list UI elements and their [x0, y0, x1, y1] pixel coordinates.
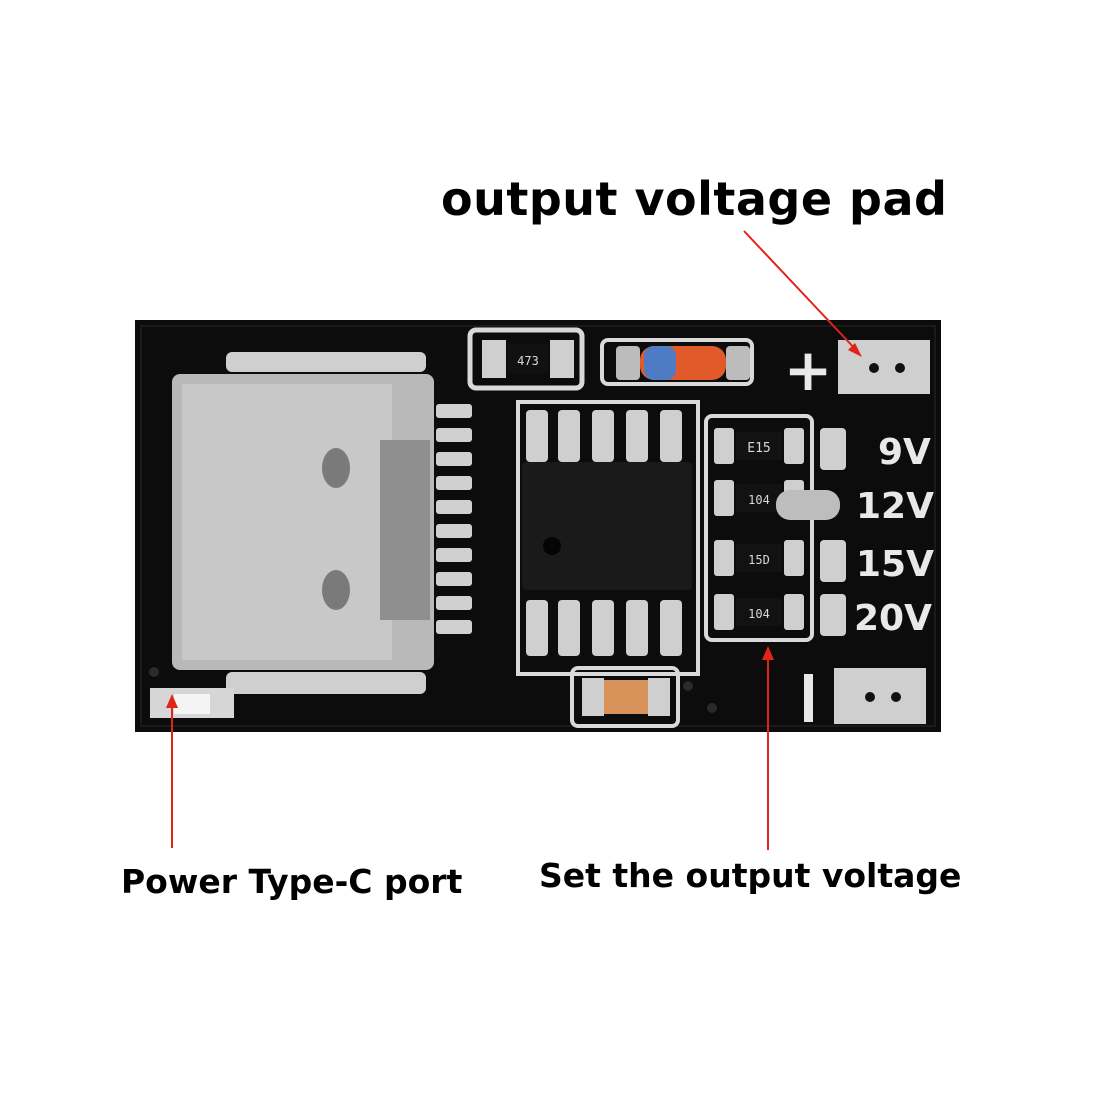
voltage-label-15v: 15V: [856, 544, 934, 585]
voltage-select-resistors: E15 104 15D 104: [704, 414, 814, 642]
set-output-voltage-label: Set the output voltage: [539, 856, 962, 895]
resistor-code-15d: 15D: [748, 553, 770, 567]
voltage-jumper-pads: [776, 428, 846, 636]
type-c-port-label: Power Type-C port: [121, 862, 463, 901]
output-voltage-pad-label: output voltage pad: [441, 172, 948, 226]
arrow-type-c-port: [166, 694, 178, 848]
voltage-label-20v: 20V: [854, 598, 932, 639]
capacitor: [570, 666, 680, 728]
voltage-label-9v: 9V: [878, 432, 931, 473]
connector-pins: [436, 404, 472, 634]
output-pad-negative: [834, 668, 926, 724]
resistor-code-104-b: 104: [748, 607, 770, 621]
arrow-set-voltage: [762, 646, 774, 850]
resistor-code-473: 473: [517, 354, 539, 368]
minus-mark: [804, 674, 813, 722]
resistor-code-104-a: 104: [748, 493, 770, 507]
ic-chip: [516, 400, 700, 676]
solder-bridge-12v: [776, 490, 840, 520]
resistor-code-e15: E15: [747, 441, 770, 456]
plus-mark: +: [784, 336, 833, 404]
usb-type-c-connector: [150, 352, 434, 718]
diode: [600, 338, 754, 386]
voltage-label-12v: 12V: [856, 486, 934, 527]
arrow-output-pad: [743, 230, 862, 357]
